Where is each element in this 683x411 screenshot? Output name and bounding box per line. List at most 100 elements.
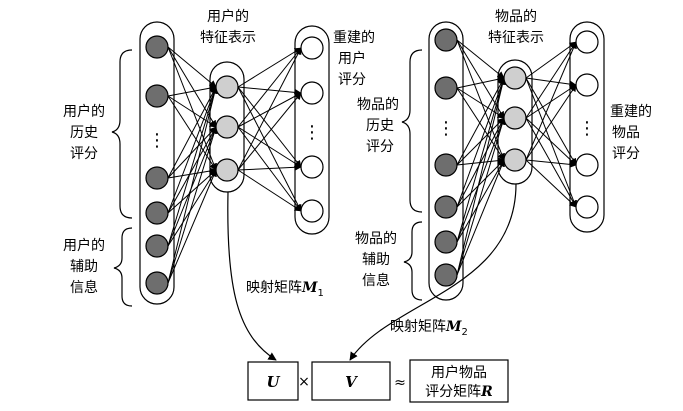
- user-history-label-3: 评分: [70, 146, 98, 162]
- user-edge: [167, 86, 218, 214]
- item-edge: [525, 84, 577, 161]
- item-output-title-1: 重建的: [610, 104, 652, 120]
- user-edge: [237, 47, 302, 171]
- item-edge: [456, 77, 506, 276]
- item-edge: [525, 159, 577, 208]
- user-input-node: [145, 35, 169, 59]
- item-hidden-node: [503, 148, 527, 172]
- user-hidden-node: [215, 115, 239, 139]
- factorization-equation: U × V ≈ 用户物品 评分矩阵R: [247, 359, 509, 403]
- user-hidden-title-1: 用户的: [207, 8, 249, 25]
- item-edge: [456, 39, 505, 79]
- item-aux-label-1: 物品的: [355, 231, 397, 247]
- item-edge: [456, 117, 505, 208]
- item-aux-label-3: 信息: [362, 272, 390, 289]
- user-input-node: [145, 166, 169, 190]
- item-hidden-node: [503, 106, 527, 130]
- item-input-node: [434, 76, 458, 100]
- item-output-nodes: [575, 30, 599, 219]
- user-input-layer: [139, 21, 175, 305]
- user-output-title-1: 重建的: [333, 30, 375, 46]
- user-output-node: [300, 36, 324, 60]
- item-edge: [456, 159, 505, 208]
- user-edge: [167, 169, 217, 284]
- item-hidden-title-1: 物品的: [495, 9, 537, 25]
- user-edge: [167, 169, 217, 214]
- item-edge: [525, 77, 577, 208]
- item-edge: [456, 77, 506, 243]
- item-edge: [525, 77, 577, 88]
- item-edge: [456, 117, 506, 243]
- user-hidden-node: [215, 158, 239, 182]
- user-edge: [237, 47, 302, 88]
- user-input-nodes: [145, 35, 169, 295]
- item-output-node: [575, 73, 599, 97]
- item-output-node: [575, 153, 599, 177]
- user-connections: [167, 46, 302, 284]
- item-history-label-1: 物品的: [357, 97, 399, 113]
- user-aux-brace: [113, 227, 133, 307]
- user-edge: [167, 126, 217, 214]
- item-edge: [525, 77, 577, 166]
- item-edge: [456, 77, 505, 166]
- item-edge: [525, 41, 577, 119]
- u-matrix-box: [247, 361, 299, 401]
- item-output-title-3: 评分: [612, 146, 640, 162]
- user-edge: [167, 46, 217, 88]
- user-output-title-2: 用户: [338, 50, 366, 67]
- user-edge: [237, 169, 302, 212]
- user-edge: [237, 163, 302, 171]
- item-history-label-2: 历史: [366, 118, 394, 134]
- u-matrix-label: U: [266, 373, 280, 391]
- user-aux-label-3: 信息: [70, 279, 98, 296]
- item-input-node: [434, 263, 458, 287]
- rating-matrix-box: [409, 359, 509, 403]
- user-hidden-node: [215, 75, 239, 99]
- user-aux-label-1: 用户的: [63, 237, 105, 254]
- user-edge: [167, 167, 217, 179]
- user-output-title-3: 评分: [338, 72, 366, 88]
- user-output-node: [300, 155, 324, 179]
- item-edge: [456, 77, 506, 208]
- item-mapping-arrow: [349, 183, 517, 361]
- item-edge: [456, 159, 505, 243]
- rating-matrix-line2: 评分矩阵R: [425, 384, 493, 400]
- item-connections: [456, 39, 577, 276]
- user-input-node: [145, 84, 169, 108]
- item-input-nodes: [434, 28, 458, 287]
- user-mapping-arrow: [227, 191, 277, 361]
- user-edge: [237, 86, 302, 168]
- item-output-title-2: 物品: [612, 125, 640, 141]
- user-edge: [167, 84, 217, 97]
- user-history-label-2: 历史: [70, 125, 98, 141]
- user-output-node: [300, 81, 324, 105]
- item-output-ellipsis: ⋮: [578, 118, 596, 139]
- user-network: ⋮ ⋮ 用户的 特征表示 重建的 用户 评分 用户的 历史 评分 用户的 辅助 …: [63, 8, 375, 361]
- item-edge: [525, 41, 577, 161]
- user-hidden-title-2: 特征表示: [200, 30, 256, 46]
- item-output-layer: [569, 21, 605, 233]
- item-edge: [456, 75, 505, 89]
- user-edge: [167, 86, 218, 247]
- item-aux-label-2: 辅助: [362, 252, 390, 268]
- user-input-node: [145, 201, 169, 225]
- item-history-label-3: 评分: [366, 139, 394, 155]
- user-input-ellipsis: ⋮: [148, 130, 166, 151]
- user-output-layer: [294, 25, 330, 235]
- user-edge: [167, 95, 217, 128]
- item-input-ellipsis: ⋮: [437, 118, 455, 139]
- item-input-node: [434, 153, 458, 177]
- item-hidden-nodes: [503, 66, 527, 172]
- times-symbol: ×: [298, 374, 310, 390]
- item-input-layer: [428, 21, 464, 301]
- item-input-node: [434, 28, 458, 52]
- item-input-node: [434, 230, 458, 254]
- user-edge: [237, 86, 302, 96]
- item-edge: [525, 117, 577, 166]
- user-edge: [167, 126, 218, 284]
- user-edge: [167, 126, 217, 179]
- user-aux-label-2: 辅助: [70, 259, 98, 275]
- item-hidden-node: [503, 66, 527, 90]
- user-input-node: [145, 234, 169, 258]
- item-input-node: [434, 195, 458, 219]
